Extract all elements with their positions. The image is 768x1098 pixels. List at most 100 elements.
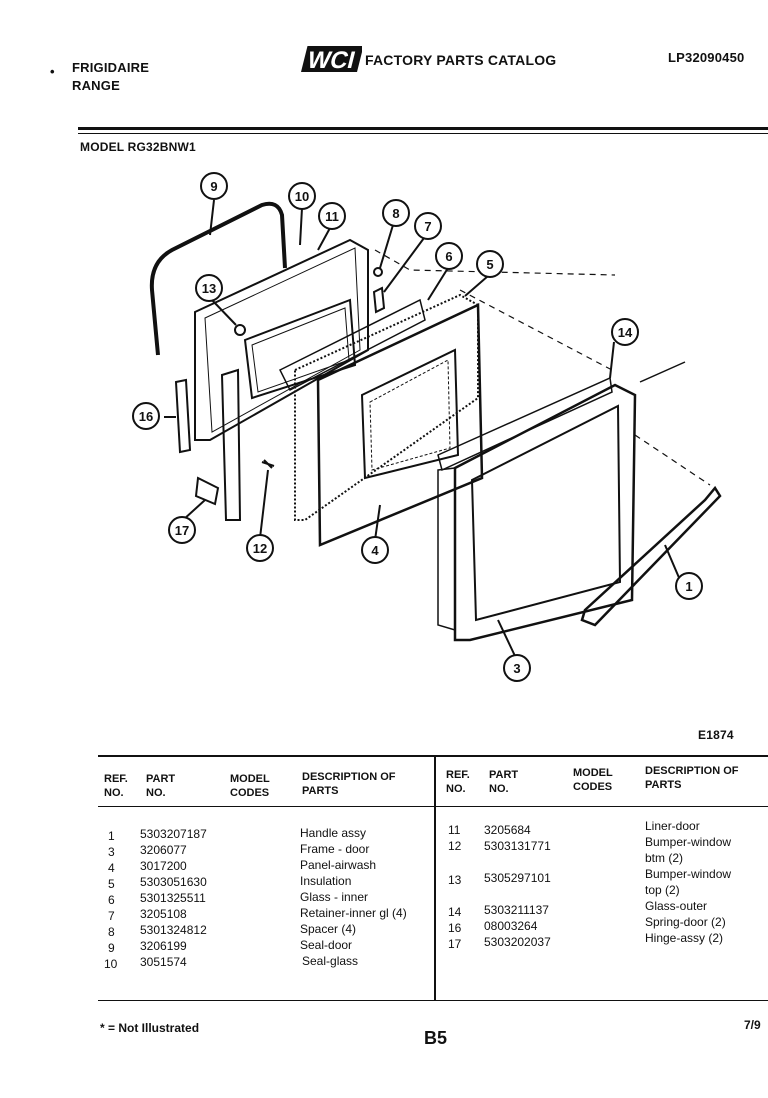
table-divider [434,757,436,1000]
col-ref-left: REF. NO. [104,773,128,799]
part-desc: Seal-glass [302,954,359,968]
part-number: 3051574 [140,955,187,969]
col-ref-right: REF. NO. [446,769,470,795]
callout-6 [435,242,463,270]
door-handle [580,485,722,627]
svg-text:9: 9 [210,179,217,194]
table-row: 6 [108,893,115,907]
callout-8 [382,199,410,227]
diagram-code: E1874 [698,728,734,742]
table-row: 3 [108,845,115,859]
table-row: 8 [108,925,115,939]
table-row: 5 [108,877,115,891]
svg-text:13: 13 [202,281,216,296]
svg-text:16: 16 [139,409,153,424]
callout-5 [476,250,504,278]
callout-3 [503,654,531,682]
part-number: 5305297101 [484,871,551,885]
panel-airwash [316,303,484,547]
svg-text:12: 12 [253,541,267,556]
table-row: 11 [448,823,461,837]
callout-7 [414,212,442,240]
part-number: 5303207187 [140,827,207,841]
table-rule-header [98,806,768,807]
print-date: 7/9 [744,1018,761,1032]
table-row: 17 [448,937,462,951]
table-row: 9 [108,941,115,955]
header-rule-top [78,127,768,130]
part-number: 3205684 [484,823,531,837]
table-row: 10 [104,957,118,971]
part-desc: Spring-door (2) [645,915,726,929]
outer-glass [437,376,613,472]
svg-text:7: 7 [424,219,431,234]
part-desc: Liner-door [645,819,700,833]
svg-text:4: 4 [371,543,379,558]
svg-text:10: 10 [295,189,309,204]
part-desc: Retainer-inner gl (4) [300,906,407,920]
not-illustrated-note: * = Not Illustrated [100,1021,200,1035]
callout-1 [675,572,703,600]
part-desc-cont: btm (2) [645,851,684,865]
col-model-left: MODEL CODES [230,773,270,799]
callout-13 [195,274,223,302]
table-row: 12 [448,839,462,853]
callout-16 [132,402,160,430]
svg-text:5: 5 [486,257,493,272]
svg-text:8: 8 [392,206,399,221]
door-frame [453,383,637,642]
table-row: 16 [448,921,462,935]
part-desc: Glass - inner [300,890,369,904]
brand-name: FRIGIDAIRE [72,60,150,75]
col-part-right: PART NO. [489,769,519,795]
part-number: 08003264 [484,919,538,933]
table-row: 7 [108,909,115,923]
svg-text:6: 6 [445,249,452,264]
part-desc: Seal-door [300,938,353,952]
callout-10 [288,182,316,210]
part-desc-cont: top (2) [645,883,680,897]
part-desc: Panel-airwash [300,858,377,872]
inner-glass [278,298,426,392]
col-desc-left: DESCRIPTION OF PARTS [302,771,396,797]
callout-9 [200,172,228,200]
part-number: 3206077 [140,843,187,857]
svg-text:17: 17 [175,523,189,538]
table-row: 1 [108,829,115,843]
exploded-view-diagram [149,199,722,657]
part-number: 5303202037 [484,935,551,949]
part-desc: Spacer (4) [300,922,357,936]
door-seal [149,201,287,356]
part-desc: Bumper-window [645,867,732,881]
table-row: 4 [108,861,115,875]
part-number: 5303131771 [484,839,551,853]
part-number: 5301325511 [140,891,206,905]
table-rule-top [98,755,768,757]
part-number: 5301324812 [140,923,207,937]
svg-text:14: 14 [618,325,633,340]
col-desc-right: DESCRIPTION OF PARTS [645,765,739,791]
model-label: MODEL RG32BNW1 [80,140,196,154]
table-rule-bottom [98,1000,768,1001]
svg-text:11: 11 [325,209,339,224]
callout-17 [168,516,196,544]
part-desc: Frame - door [300,842,370,856]
svg-text:WCI: WCI [305,47,358,74]
part-number: 5303211137 [484,903,549,917]
svg-text:3: 3 [513,661,520,676]
part-number: 3206199 [140,939,187,953]
glass-seal [243,298,357,400]
part-number: 3205108 [140,907,187,921]
part-desc: Insulation [300,874,352,888]
hinge [220,368,242,521]
panel-window [360,348,460,480]
col-part-left: PART NO. [146,773,176,799]
svg-text:1: 1 [685,579,692,594]
callout-4 [361,536,389,564]
callout-14 [611,318,639,346]
callout-layer: 9 10 11 8 7 6 5 13 14 16 17 12 4 1 3 [132,172,703,682]
product-type: RANGE [72,78,120,93]
wci-logo: WCI [301,46,362,74]
header-rule-bottom [78,133,768,134]
callout-12 [246,534,274,562]
